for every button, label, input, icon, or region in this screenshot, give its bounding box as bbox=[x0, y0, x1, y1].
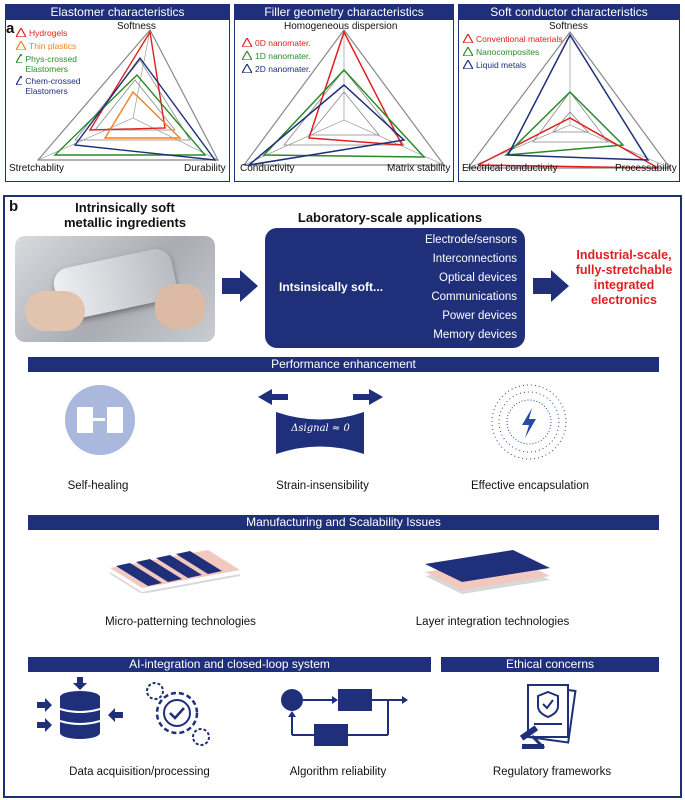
lab-title: Laboratory-scale applications bbox=[297, 210, 483, 225]
lab-item: Memory devices bbox=[433, 329, 517, 341]
filler-chart-title: Filler geometry characteristics bbox=[235, 5, 453, 20]
regulatory-document-icon bbox=[519, 684, 577, 750]
conductor-radar bbox=[466, 30, 672, 169]
filler-chart-panel bbox=[234, 4, 454, 182]
triangle-icon bbox=[242, 38, 252, 47]
ingredients-title: Intrinsically soft metallic ingredients bbox=[63, 200, 187, 230]
algorithm-loop-icon bbox=[281, 689, 408, 746]
legend-item: 1D nanomater. bbox=[242, 51, 311, 61]
legend-label: Phys-crossed Elastomers bbox=[25, 54, 77, 74]
elastomer-chart-panel bbox=[5, 4, 230, 182]
conductor-axis-left: Electrical conductivity bbox=[462, 163, 558, 174]
legend-label: Hydrogels bbox=[29, 28, 68, 38]
legend-label: Liquid metals bbox=[476, 60, 527, 70]
conductor-chart-panel bbox=[458, 4, 680, 182]
self-healing-icon bbox=[65, 385, 135, 455]
filler-axis-left: Conductivity bbox=[240, 163, 295, 174]
encapsulation-icon bbox=[491, 384, 567, 460]
arrow-shape bbox=[93, 418, 105, 421]
right-arrow-icon bbox=[222, 270, 258, 302]
lab-center-label: Intsinsically soft... bbox=[279, 280, 384, 294]
legend-label: Chem-crossed Elastomers bbox=[25, 76, 81, 96]
elastomer-axis-right: Durability bbox=[184, 163, 226, 174]
industrial-label: Industrial-scale, fully-stretchable inte… bbox=[575, 248, 673, 307]
micro-patterning-icon bbox=[110, 550, 240, 593]
legend-item: Liquid metals bbox=[463, 60, 526, 70]
ai-title: AI-integration and closed-loop system bbox=[28, 657, 431, 672]
database-icon bbox=[37, 677, 123, 739]
legend-item: Nanocomposites bbox=[463, 47, 539, 57]
signal-label: Δsignal ≈ 0 bbox=[291, 423, 350, 434]
triangle-icon bbox=[16, 28, 26, 37]
broken-block bbox=[77, 407, 93, 433]
conductor-chart-title: Soft conductor characteristics bbox=[459, 5, 679, 20]
manufacturing-item-layer: Layer integration technologies bbox=[415, 616, 570, 628]
legend-item: 2D nanomater. bbox=[242, 64, 311, 74]
conductor-axis-top: Softness bbox=[549, 21, 588, 32]
hand-shape bbox=[155, 284, 205, 329]
ethics-title: Ethical concerns bbox=[441, 657, 659, 672]
lab-applications-box: Intsinsically soft... Electrode/sensors … bbox=[265, 228, 525, 348]
legend-item: Phys-crossed Elastomers bbox=[16, 54, 88, 74]
triangle-icon bbox=[242, 51, 252, 60]
panel-b-letter: b bbox=[9, 198, 19, 215]
triangle-icon bbox=[463, 60, 473, 69]
ethics-item-regulatory: Regulatory frameworks bbox=[492, 766, 612, 778]
elastomer-radar bbox=[36, 28, 219, 161]
performance-title: Performance enhancement bbox=[28, 357, 659, 372]
legend-label: 2D nanomater. bbox=[255, 64, 311, 74]
hand-shape bbox=[25, 291, 85, 331]
filler-axis-top: Homogeneous dispersion bbox=[284, 21, 398, 32]
triangle-icon bbox=[242, 64, 252, 73]
triangle-icon bbox=[463, 34, 473, 43]
elastomer-axis-top: Softness bbox=[117, 21, 156, 32]
legend-item: 0D nanomater. bbox=[242, 38, 311, 48]
manufacturing-title: Manufacturing and Scalability Issues bbox=[28, 515, 659, 530]
strain-insensibility-icon bbox=[258, 389, 383, 454]
triangle-icon bbox=[16, 54, 23, 63]
legend-label: Nanocomposites bbox=[476, 47, 540, 57]
legend-item: Thin plastics bbox=[16, 41, 76, 51]
performance-item-encapsulation: Effective encapsulation bbox=[470, 480, 590, 492]
elastomer-chart-title: Elastomer characteristics bbox=[6, 5, 229, 20]
panel-a-letter: a bbox=[6, 20, 15, 37]
legend-label: 1D nanomater. bbox=[255, 51, 311, 61]
lab-item: Communications bbox=[431, 291, 517, 303]
triangle-icon bbox=[16, 76, 23, 85]
manufacturing-item-patterning: Micro-patterning technologies bbox=[105, 616, 256, 628]
triangle-icon bbox=[463, 47, 473, 56]
lab-item: Optical devices bbox=[439, 272, 517, 284]
legend-item: Hydrogels bbox=[16, 28, 67, 38]
legend-label: Thin plastics bbox=[29, 41, 77, 51]
performance-item-strain: Strain-insensibility bbox=[276, 480, 369, 492]
lab-item: Electrode/sensors bbox=[424, 234, 517, 246]
healed-block bbox=[107, 407, 123, 433]
layer-integration-icon bbox=[425, 550, 550, 594]
gear-check-icon bbox=[146, 682, 210, 746]
right-arrow-icon bbox=[533, 270, 569, 302]
performance-item-self-healing: Self-healing bbox=[67, 480, 129, 492]
panel-b bbox=[3, 195, 682, 798]
legend-label: Conventional materials bbox=[476, 34, 563, 44]
filler-axis-right: Matrix stability bbox=[387, 163, 451, 174]
triangle-icon bbox=[16, 41, 26, 50]
conductor-axis-right: Processability bbox=[615, 163, 677, 174]
ai-item-data: Data acquisition/processing bbox=[69, 766, 210, 778]
elastomer-axis-left: Stretchablity bbox=[9, 163, 65, 174]
lab-item: Interconnections bbox=[432, 253, 517, 265]
ai-item-algorithm: Algorithm reliability bbox=[289, 766, 387, 778]
filler-radar bbox=[242, 28, 446, 167]
legend-item: Chem-crossed Elastomers bbox=[16, 76, 88, 96]
legend-label: 0D nanomater. bbox=[255, 38, 311, 48]
lab-item: Power devices bbox=[442, 310, 517, 322]
legend-item: Conventional materials bbox=[463, 34, 562, 44]
stretchable-device-photo bbox=[15, 236, 215, 342]
